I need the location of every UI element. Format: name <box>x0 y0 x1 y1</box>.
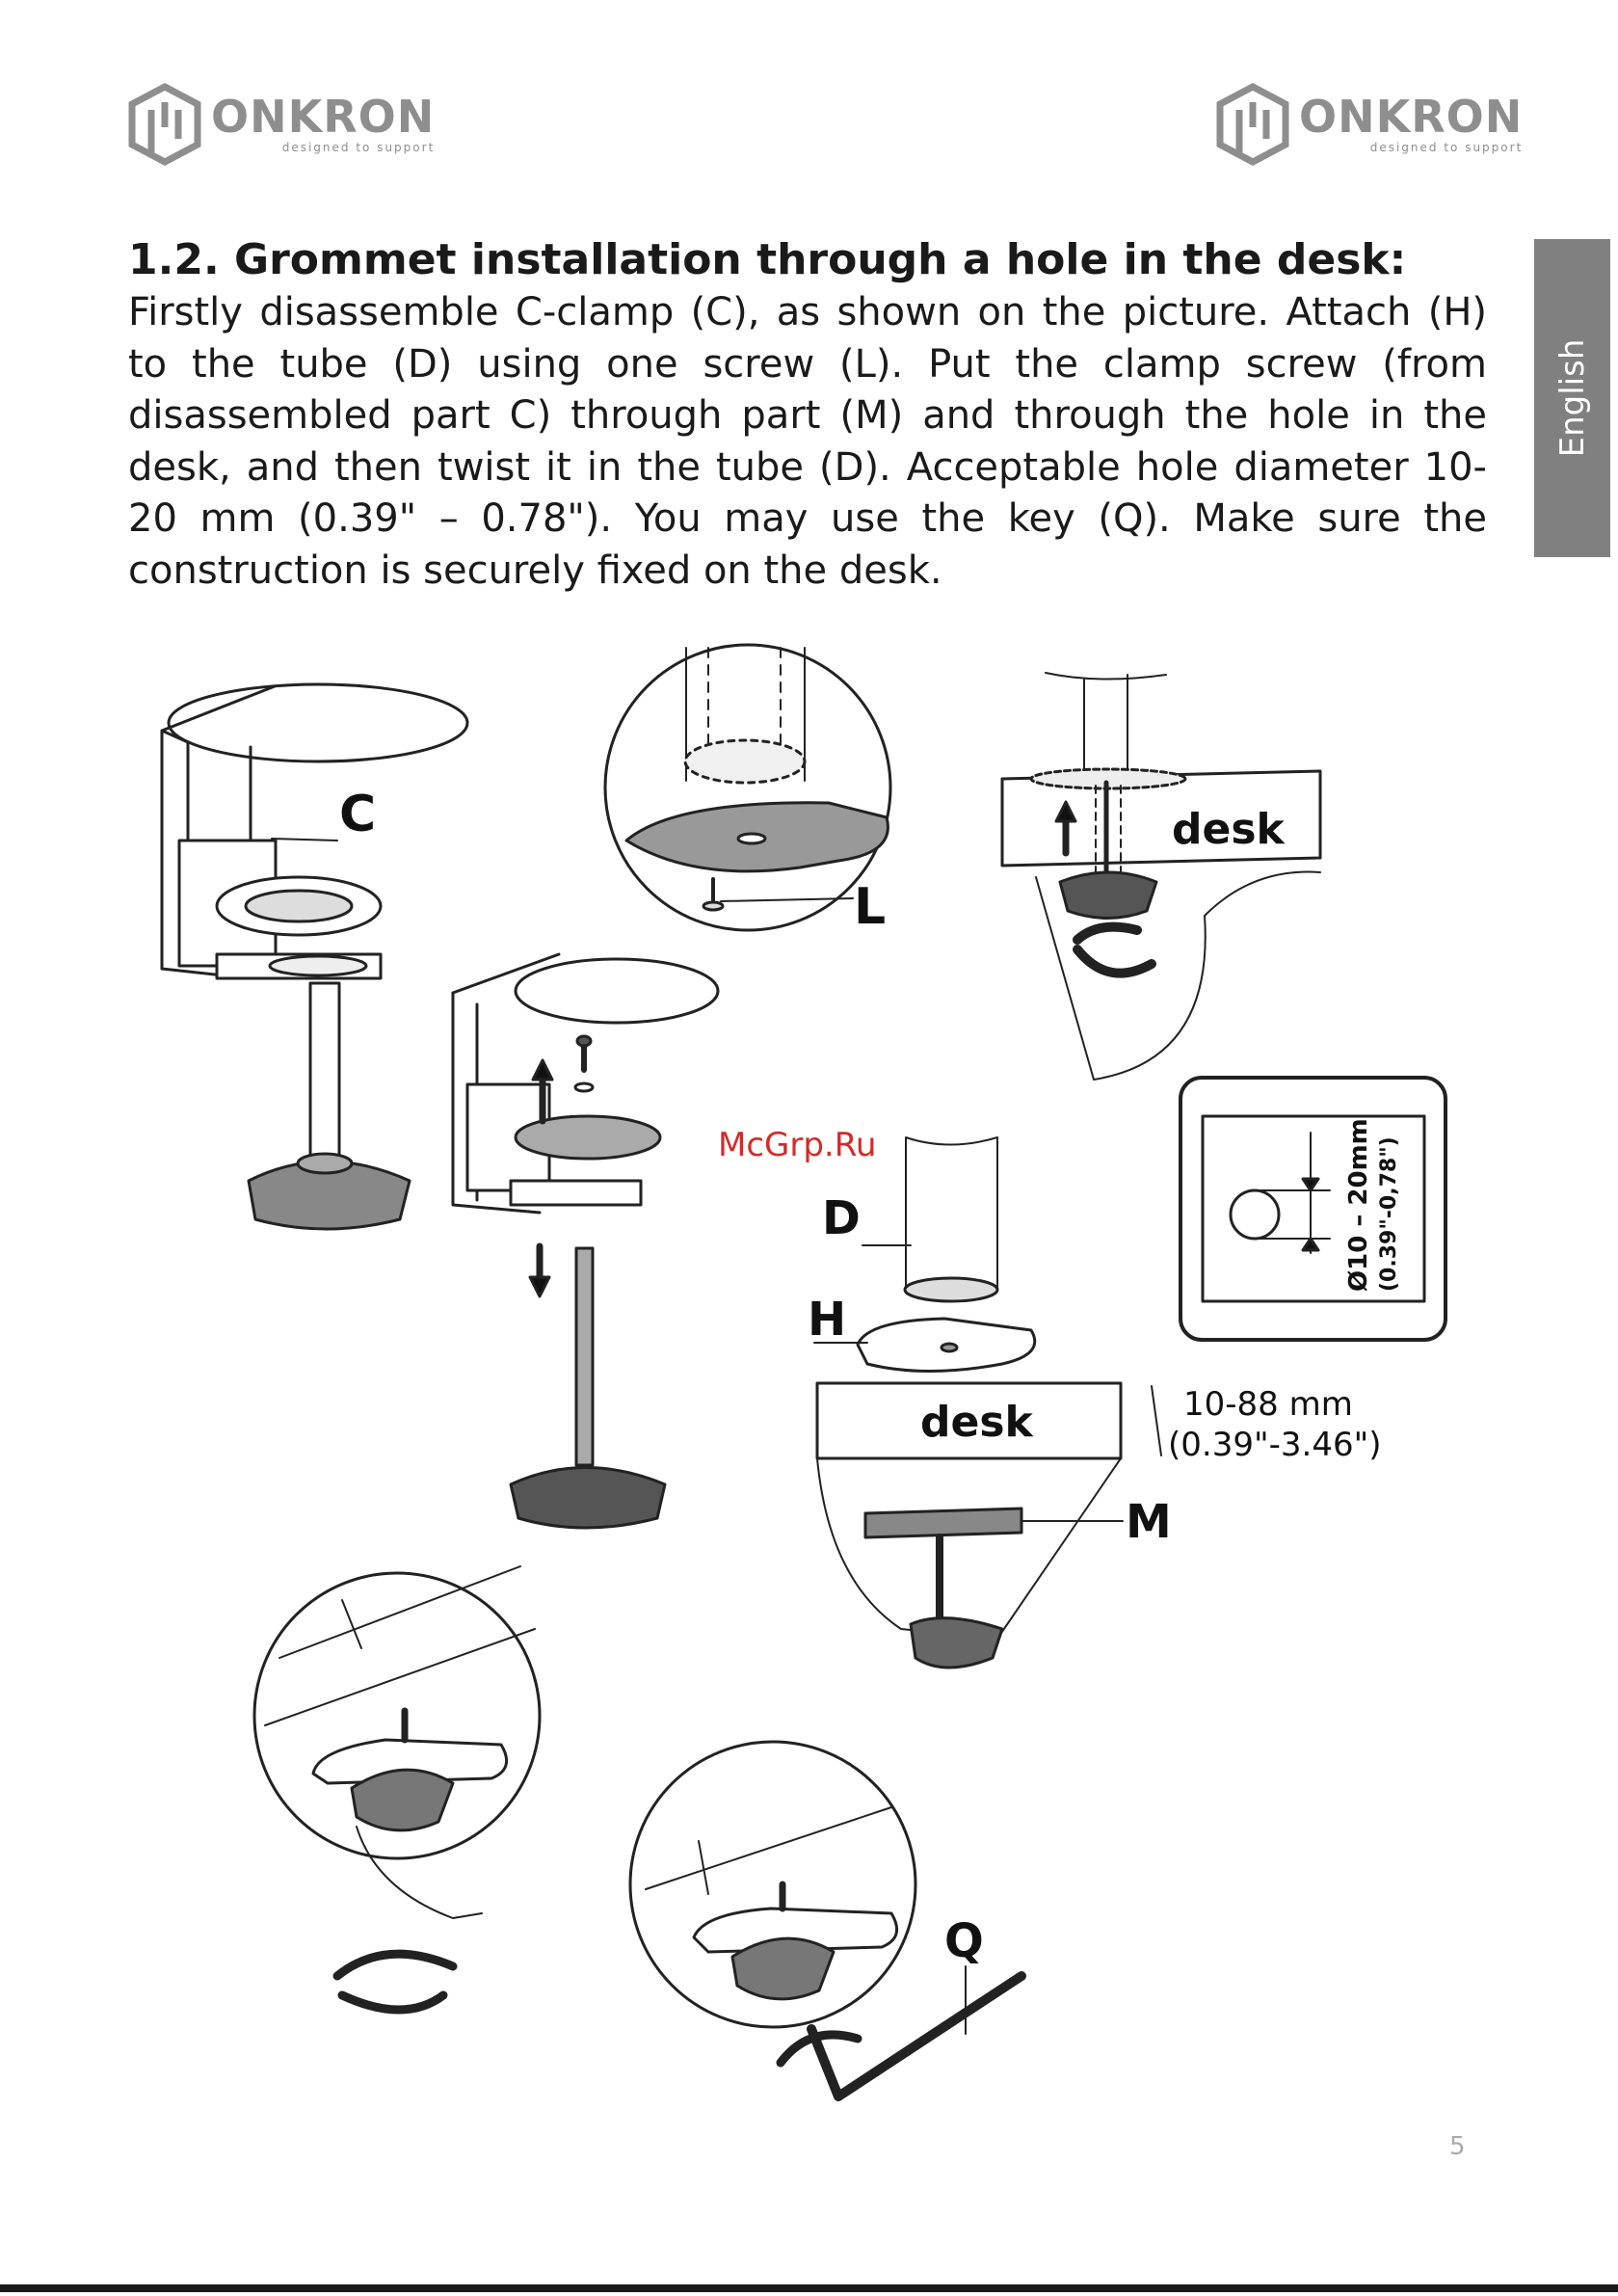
label-c: C <box>339 786 376 843</box>
language-tab: English <box>1534 239 1610 557</box>
grommet-assembly <box>815 1136 1123 1669</box>
c-clamp-assembled <box>160 682 469 1231</box>
brand-logo-right: ONKRON designed to support <box>1216 83 1523 166</box>
brand-tagline: designed to support <box>1369 141 1524 154</box>
desk-section-top <box>1000 672 1322 1081</box>
watermark: McGrp.Ru <box>718 1126 877 1164</box>
c-clamp-disassembled <box>451 952 720 1530</box>
brand-logo-left: ONKRON designed to support <box>128 83 435 166</box>
section-heading: 1.2. Grommet installation through a hole… <box>128 235 1407 284</box>
desk-label-top: desk <box>1172 805 1286 854</box>
label-q: Q <box>944 1914 984 1968</box>
label-l: L <box>854 878 886 936</box>
label-m: M <box>1126 1495 1172 1549</box>
hole-diameter-inset <box>1179 1076 1447 1342</box>
detail-hand-tighten <box>252 1565 542 1919</box>
hole-diameter-in: (0.39"-0,78") <box>1377 1136 1401 1292</box>
label-d: D <box>822 1191 861 1245</box>
detail-key-tighten <box>628 1740 1026 2101</box>
detail-plate-screw <box>603 643 892 932</box>
label-h: H <box>808 1293 846 1347</box>
desk-thickness-mm: 10-88 mm <box>1183 1385 1353 1424</box>
section-body: Firstly disassemble C-clamp (C), as show… <box>128 290 1487 593</box>
footer-rule <box>0 2284 1618 2292</box>
brand-name: ONKRON <box>211 91 436 143</box>
brand-tagline: designed to support <box>281 141 436 154</box>
page-number: 5 <box>1449 2132 1466 2161</box>
brand-name: ONKRON <box>1299 91 1524 143</box>
hole-diameter-mm: Ø10 – 20mm <box>1344 1118 1373 1292</box>
onkron-mark-icon <box>128 83 201 166</box>
desk-thickness-in: (0.39"-3.46") <box>1168 1426 1381 1464</box>
desk-label-bottom: desk <box>920 1398 1035 1447</box>
onkron-mark-icon <box>1216 83 1289 166</box>
